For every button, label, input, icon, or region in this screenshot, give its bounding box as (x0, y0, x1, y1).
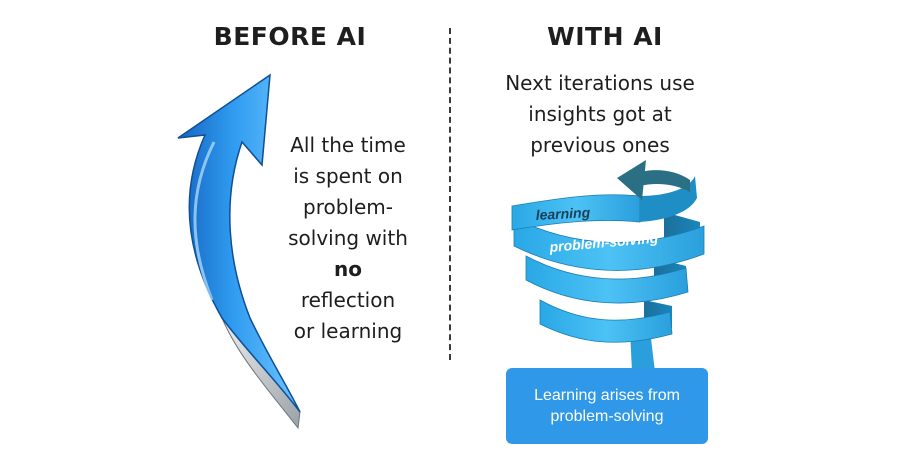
heading-with-ai: WITH AI (547, 22, 663, 51)
before-emphasis: no (334, 257, 362, 281)
before-line-4: solving with (288, 226, 408, 250)
before-line-6: or learning (293, 319, 403, 343)
before-description: All the time is spent on problem- solvin… (268, 130, 428, 347)
before-line-5: reflection (300, 288, 396, 312)
before-line-1: All the time (290, 133, 406, 157)
callout-line-2: problem-solving (550, 408, 664, 425)
section-divider (449, 28, 451, 360)
with-line-1: Next iterations use (505, 71, 695, 95)
heading-before-ai: BEFORE AI (213, 22, 367, 51)
before-line-2: is spent on (293, 164, 403, 188)
spiral-label-learning: learning (535, 204, 591, 223)
before-line-3: problem- (303, 195, 393, 219)
with-line-3: previous ones (530, 133, 670, 157)
with-ai-description: Next iterations use insights got at prev… (480, 68, 720, 161)
callout-box: Learning arises from problem-solving (506, 368, 708, 444)
callout-line-1: Learning arises from (534, 387, 680, 404)
with-line-2: insights got at (528, 102, 672, 126)
